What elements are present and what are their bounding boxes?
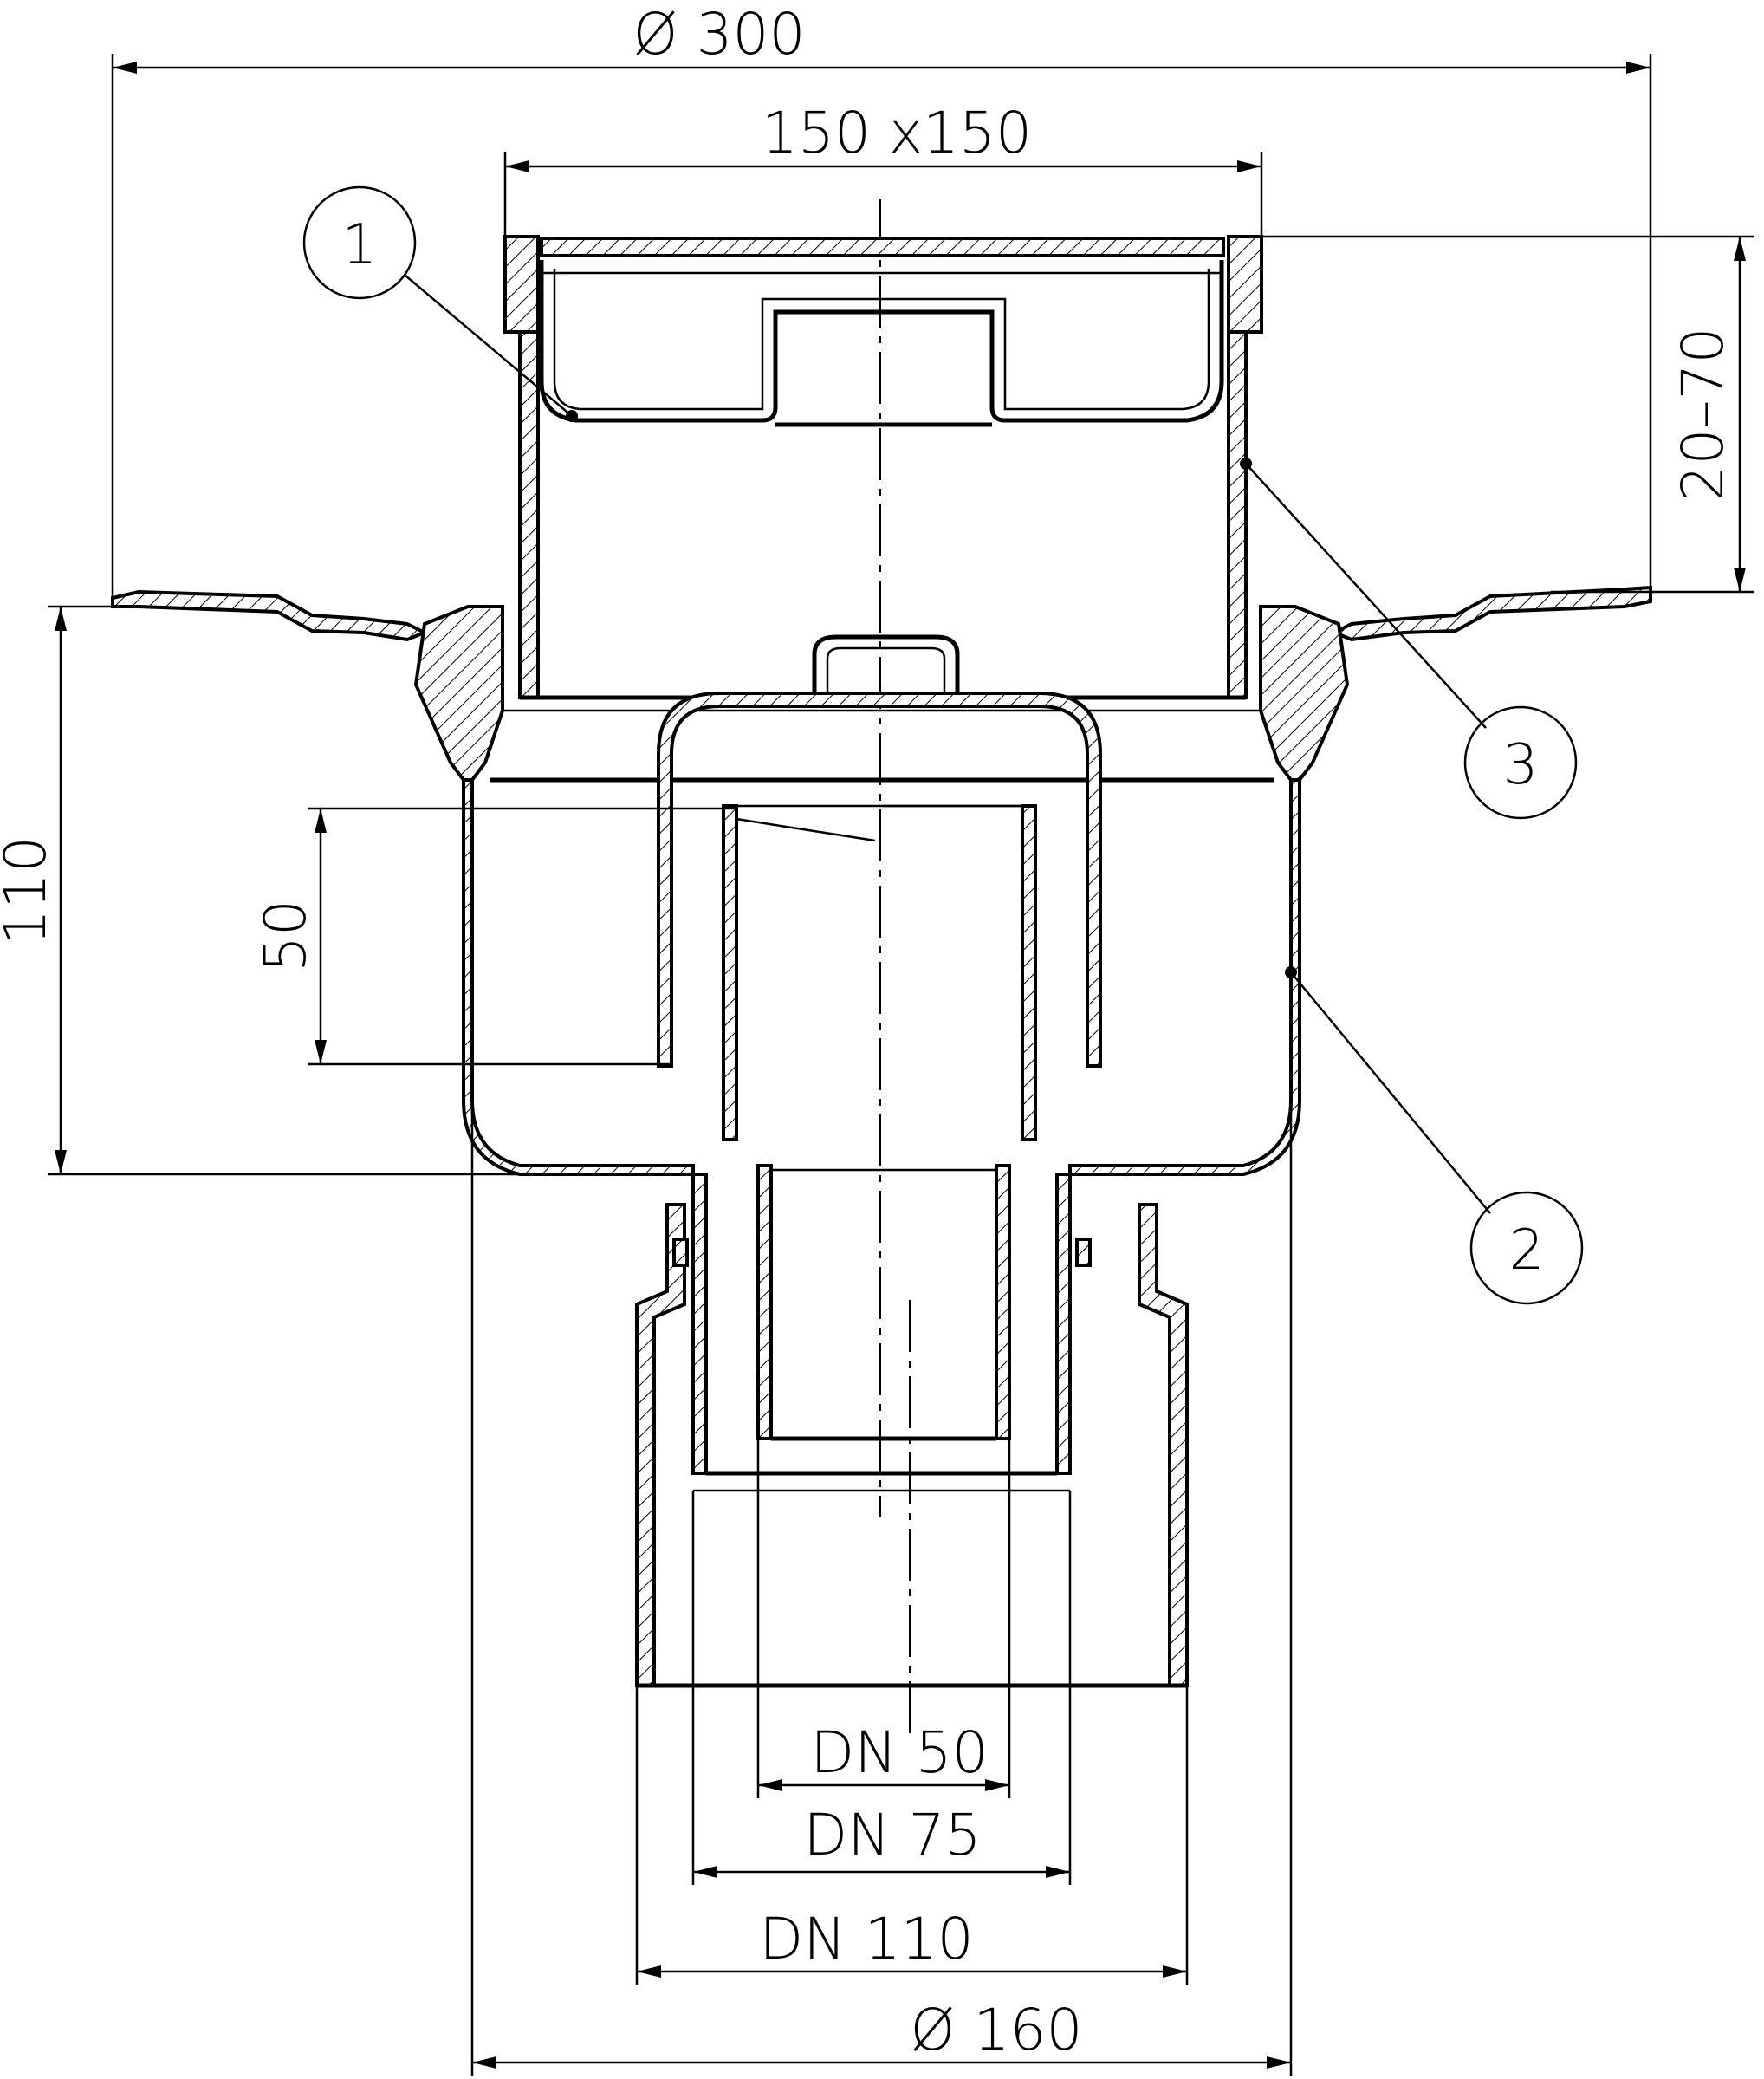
dim-dn75-label: DN 75 (803, 1802, 981, 1868)
dim-height-range-label: 20–70 (1670, 328, 1736, 502)
dim-water-seal-label: 50 (252, 900, 319, 972)
dim-top-diameter: Ø 300 (111, 1, 1652, 598)
outlet-spigot (691, 1164, 1072, 1492)
inner-standpipe (722, 804, 1037, 1141)
dim-total-height-label: 110 (0, 836, 59, 945)
dim-top-diameter-label: Ø 300 (633, 1, 806, 68)
dim-dn50-label: DN 50 (810, 1719, 988, 1786)
dim-height-range: 20–70 (1261, 235, 1754, 594)
dim-dn110: DN 110 (635, 1686, 1189, 1985)
balloon-1: 1 (302, 185, 578, 422)
balloon-2-label: 2 (1509, 1218, 1545, 1283)
balloon-2: 2 (1285, 966, 1584, 1305)
balloon-3: 3 (1240, 458, 1578, 820)
dim-dn50: DN 50 (756, 1439, 1011, 1798)
dim-total-height: 110 (0, 605, 693, 1176)
dim-grate-size-label: 150 x150 (762, 100, 1032, 166)
dim-bottom-diameter-label: Ø 160 (911, 1997, 1083, 2063)
drain-body (413, 605, 1350, 1176)
sealing-flange (111, 585, 1652, 642)
dn110-socket (635, 1203, 1189, 1688)
dim-dn110-label: DN 110 (759, 1906, 973, 1972)
upper-frame (503, 235, 1263, 700)
odour-trap-bell (657, 634, 1102, 1068)
dim-grate-size: 150 x150 (503, 100, 1263, 237)
dim-water-seal: 50 (252, 807, 736, 1066)
dim-dn75: DN 75 (691, 1491, 1072, 1885)
grate (539, 237, 1225, 427)
balloon-1-label: 1 (342, 213, 378, 277)
dim-bottom-diameter: Ø 160 (470, 780, 1293, 2076)
balloon-3-label: 3 (1503, 733, 1539, 797)
